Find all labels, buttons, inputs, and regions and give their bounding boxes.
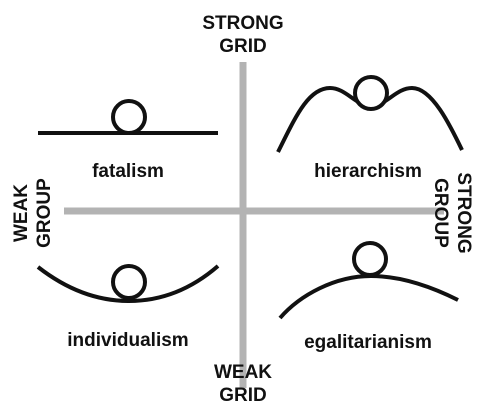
axis-label-strong-grid-line1: STRONG [202,13,284,34]
quadrant-label-hierarchism: hierarchism [314,161,422,182]
individualism-curve [36,264,220,304]
egalitarianism-glyph [278,241,459,320]
axis-label-weak-group-line2: GROUP [34,178,55,248]
quadrant-label-individualism: individualism [67,330,189,351]
quadrant-label-fatalism: fatalism [92,161,164,182]
fatalism-glyph [38,99,218,135]
axis-label-weak-group: WEAK GROUP [10,173,56,253]
axis-label-strong-grid: STRONG GRID [193,12,293,58]
axis-label-strong-group-line1: STRONG [453,172,474,254]
egalitarianism-curve [278,273,459,320]
hierarchism-ball [353,75,389,111]
axis-label-weak-grid-line1: WEAK [213,362,273,383]
individualism-ball [111,264,147,300]
hierarchism-glyph [276,75,464,153]
axis-label-weak-grid-line2: GRID [219,385,267,406]
quadrant-label-egalitarianism: egalitarianism [304,332,432,353]
axis-label-weak-grid: WEAK GRID [203,361,283,407]
fatalism-ball [111,99,147,135]
axis-label-strong-grid-line2: GRID [219,36,267,57]
axis-label-weak-group-line1: WEAK [11,183,32,243]
egalitarianism-ball [352,241,388,277]
individualism-glyph [36,264,220,304]
